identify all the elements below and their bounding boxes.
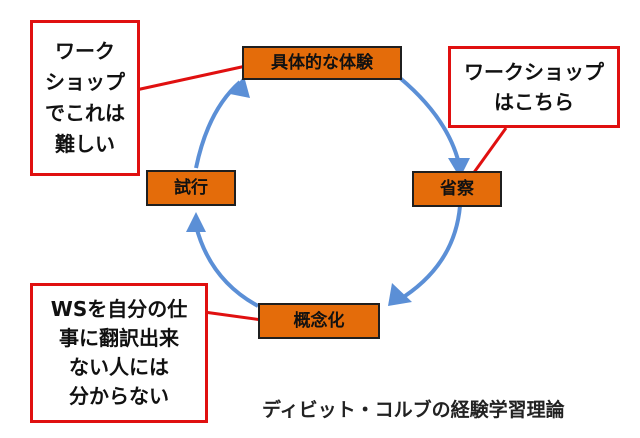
arrowhead-experience (230, 76, 250, 98)
callout-pointer-right-top (468, 127, 508, 179)
node-experimentation: 試行 (146, 170, 236, 206)
cycle-arrow-reflection-to-conceptualization (403, 205, 462, 298)
callout-left-top: ワーク ショップ でこれは 難しい (30, 20, 140, 176)
callout-left-bottom-line-2: 事に翻訳出来 (59, 326, 179, 350)
arrowhead-conceptualization (388, 283, 412, 306)
node-experience-label: 具体的な体験 (271, 52, 373, 73)
cycle-arrow-conceptualization-to-experimentation (194, 225, 259, 308)
node-experience: 具体的な体験 (242, 46, 402, 80)
callout-pointer-left-top (135, 64, 247, 92)
node-reflection-label: 省察 (440, 178, 474, 199)
callout-left-bottom-line-3: ない人には (69, 355, 169, 379)
node-conceptualization: 概念化 (258, 303, 380, 339)
callout-right-top-line-1: ワークショップ (464, 60, 604, 84)
callout-right-top-line-2: はこちら (494, 90, 574, 114)
node-conceptualization-label: 概念化 (293, 310, 345, 331)
callout-left-top-line-2: ショップ (45, 70, 125, 94)
callout-right-top: ワークショップ はこちら (448, 46, 620, 128)
callout-left-top-line-3: でこれは (45, 101, 125, 125)
callout-left-top-line-4: 難しい (55, 132, 115, 156)
callout-left-top-line-1: ワーク (55, 39, 115, 63)
arrowhead-reflection (448, 158, 470, 178)
callout-pointer-left-bottom (203, 310, 263, 322)
callout-left-bottom-line-4: 分からない (69, 384, 169, 408)
callout-left-bottom: WSを自分の仕 事に翻訳出来 ない人には 分からない (30, 283, 208, 423)
callout-left-bottom-line-1: WSを自分の仕 (50, 297, 188, 321)
cycle-arrow-experimentation-to-experience (194, 80, 242, 169)
cycle-arrow-experience-to-reflection (398, 76, 462, 169)
node-experimentation-label: 試行 (174, 177, 208, 198)
arrowhead-experimentation (186, 212, 206, 232)
diagram-caption: ディビット・コルブの経験学習理論 (262, 399, 565, 421)
node-reflection: 省察 (412, 171, 502, 207)
